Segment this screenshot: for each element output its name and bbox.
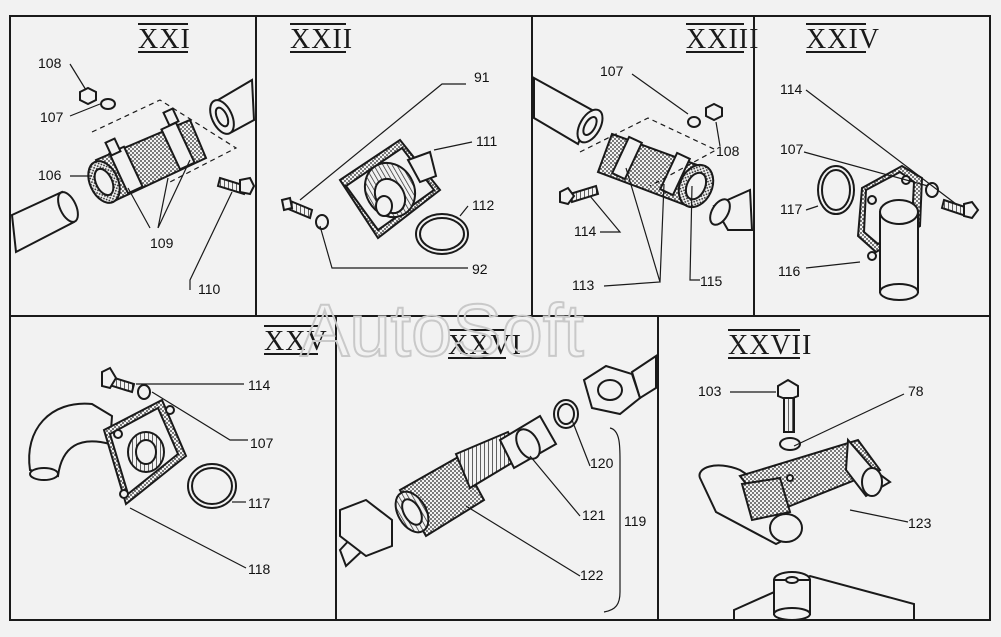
label-xxi-108: 108 [38, 55, 62, 71]
label-xxvi-121: 121 [582, 507, 606, 523]
panel-xxiii-labels: 107 108 114 113 115 [572, 63, 740, 293]
label-xxv-118: 118 [248, 561, 271, 577]
panel-xxii-labels: 91 111 112 92 [472, 69, 497, 277]
panel-xxvi-labels: 120 121 119 122 [580, 455, 647, 583]
title-xxv: XXV [264, 326, 328, 357]
label-xxvi-119: 119 [624, 513, 647, 529]
label-xxiii-107: 107 [600, 63, 624, 79]
watermark-text: AutoSoft [300, 289, 584, 372]
panel-titles: XXI XXII XXIII XXIV XXV XXVI XXVII [138, 23, 880, 361]
label-xxi-107: 107 [40, 109, 64, 125]
label-xxiv-107: 107 [780, 141, 804, 157]
label-xxvi-122: 122 [580, 567, 604, 583]
label-xxv-117: 117 [248, 495, 271, 511]
label-xxi-106: 106 [38, 167, 62, 183]
label-xxv-107: 107 [250, 435, 274, 451]
panel-frames [9, 15, 991, 621]
panel-xxv-labels: 114 107 117 118 [248, 377, 274, 577]
label-xxiii-113: 113 [572, 277, 595, 293]
label-xxiii-115: 115 [700, 273, 723, 289]
panel-xxiv-drawing [803, 89, 980, 301]
label-xxiv-117: 117 [780, 201, 803, 217]
panel-xxiii-drawing [533, 73, 754, 287]
label-xxiii-108: 108 [716, 143, 740, 159]
label-xxiv-114: 114 [780, 81, 803, 97]
label-xxii-92: 92 [472, 261, 488, 277]
label-xxvii-123: 123 [908, 515, 932, 531]
label-xxi-110: 110 [198, 281, 221, 297]
label-xxi-109: 109 [150, 235, 174, 251]
panel-xxii-drawing [280, 83, 473, 269]
label-xxiii-114: 114 [574, 223, 597, 239]
panel-xxv-drawing [28, 366, 248, 569]
label-xxv-114: 114 [248, 377, 271, 393]
panel-xxi-labels: 108 107 106 109 110 [38, 55, 221, 297]
title-xxiii: XXIII [686, 24, 759, 55]
label-xxvi-120: 120 [590, 455, 614, 471]
panel-xxi-drawing [10, 63, 256, 290]
title-xxiv: XXIV [806, 24, 880, 55]
label-xxii-111: 111 [476, 133, 497, 149]
label-xxvii-78: 78 [908, 383, 924, 399]
title-xxvi: XXVI [448, 330, 522, 361]
label-xxvii-103: 103 [698, 383, 722, 399]
panel-xxvii-drawing [698, 378, 915, 621]
panel-xxvi-drawing [338, 354, 657, 613]
label-xxii-112: 112 [472, 197, 495, 213]
title-xxi: XXI [138, 24, 191, 55]
panel-xxiv-labels: 114 107 117 116 [778, 81, 804, 279]
panel-xxvii-labels: 103 78 123 [698, 383, 932, 531]
label-xxii-91: 91 [474, 69, 490, 85]
label-xxiv-116: 116 [778, 263, 801, 279]
title-xxii: XXII [290, 24, 353, 55]
title-xxvii: XXVII [728, 330, 812, 361]
